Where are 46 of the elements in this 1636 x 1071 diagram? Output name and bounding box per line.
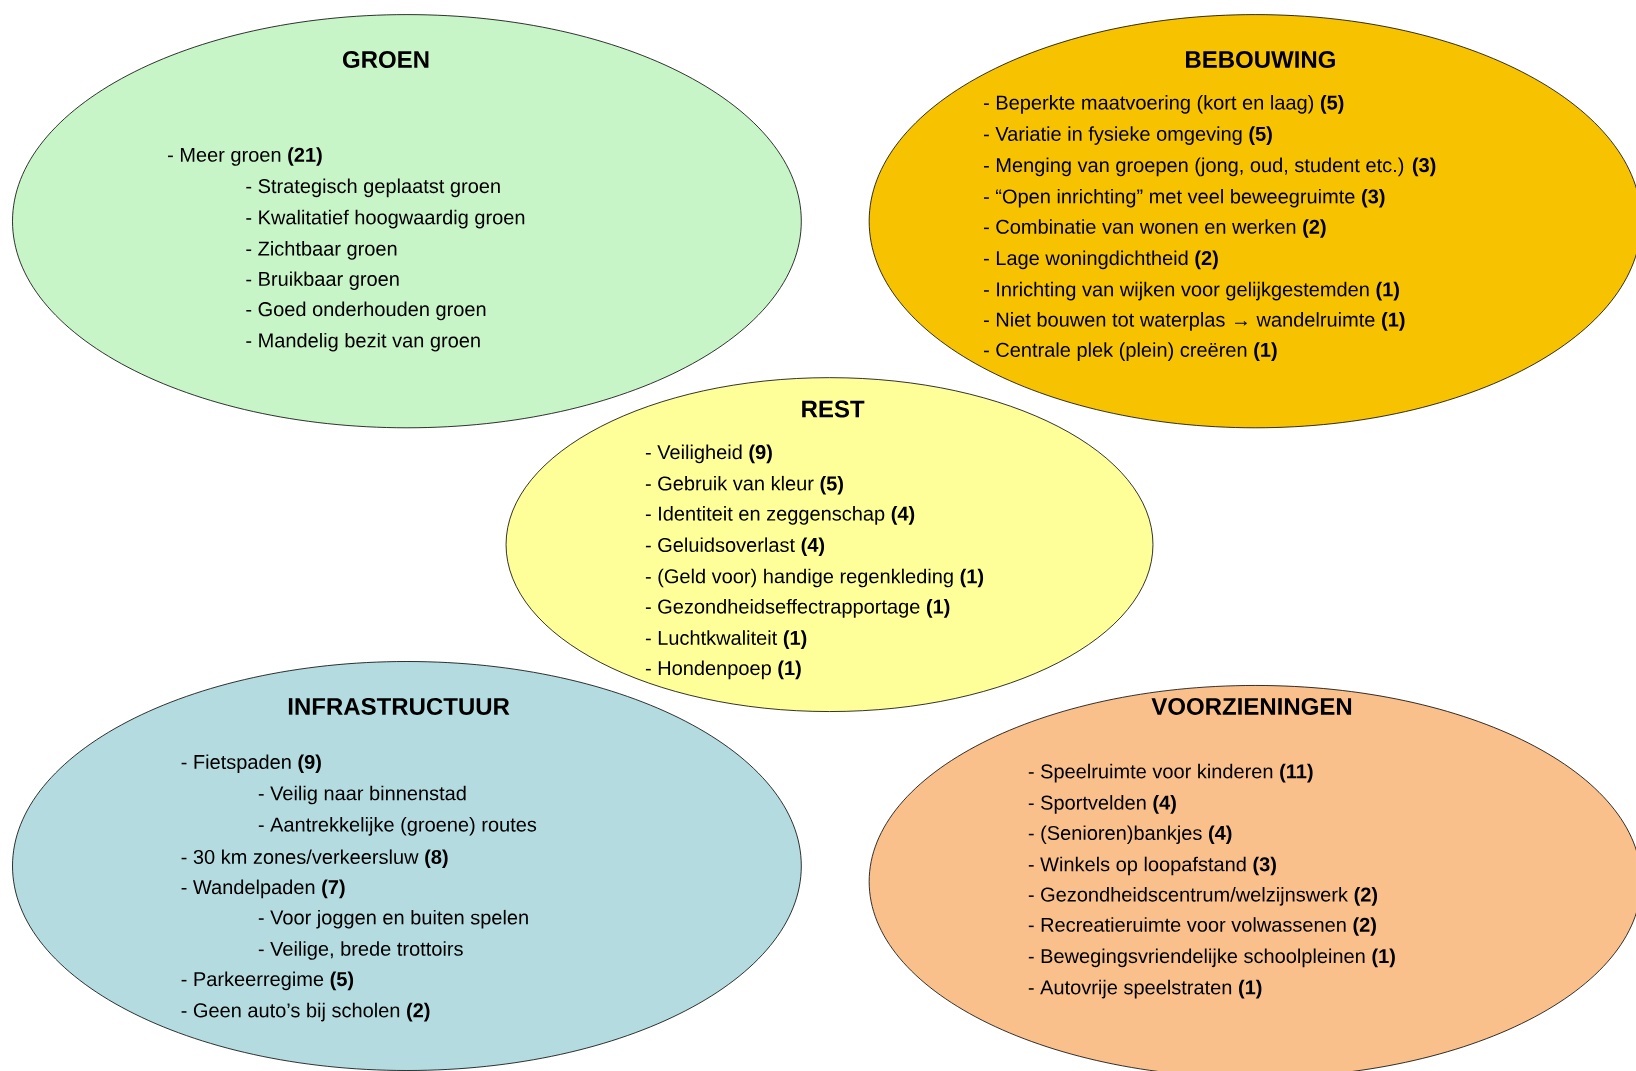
- list-item: - Geen auto’s bij scholen (2): [181, 1002, 430, 1022]
- list-item: - Autovrije speelstraten (1): [1028, 979, 1262, 999]
- list-item: - Geluidsoverlast (4): [645, 537, 825, 557]
- list-item: - Recreatieruimte voor volwassenen (2): [1028, 917, 1376, 936]
- list-item: - Sportvelden (4): [1028, 795, 1176, 814]
- list-item: - Beperkte maatvoering (kort en laag) (5): [984, 95, 1344, 114]
- list-item: - Goed onderhouden groen: [246, 301, 486, 321]
- list-item: - Kwalitatief hoogwaardig groen: [246, 209, 525, 229]
- list-item: - Variatie in fysieke omgeving (5): [984, 126, 1272, 145]
- list-item: - Hondenpoep (1): [645, 660, 801, 680]
- heading: VOORZIENINGEN: [1151, 697, 1352, 715]
- list-item: - Gezondheidseffectrapportage (1): [645, 599, 950, 618]
- list-item: - Gebruik van kleur (5): [645, 475, 843, 495]
- list-item: - “Open inrichting” met veel beweegruimte (3): [984, 188, 1385, 208]
- heading: INFRASTRUCTUUR: [288, 697, 510, 715]
- heading: BEBOUWING: [1186, 51, 1335, 68]
- heading: REST: [802, 400, 865, 418]
- list-item: - Parkeerregime (5): [181, 971, 354, 991]
- list-item: - Luchtkwaliteit (1): [645, 630, 807, 649]
- list-item: - (Geld voor) handige regenkleding (1): [645, 568, 984, 588]
- list-item: - Gezondheidscentrum/welzijnswerk (2): [1028, 887, 1378, 906]
- list-item: - Niet bouwen tot waterplas → wandelruimte (1): [984, 312, 1405, 331]
- list-item: - Strategisch geplaatst groen: [246, 178, 500, 198]
- list-item: - Aantrekkelijke (groene) routes: [258, 817, 537, 836]
- list-item: - Bewegingsvriendelijke schoolpleinen (1): [1028, 948, 1395, 968]
- list-item: - Bruikbaar groen: [246, 271, 399, 291]
- list-item: - 30 km zones/verkeersluw (8): [181, 849, 448, 869]
- list-item: - Centrale plek (plein) creëren (1): [984, 342, 1277, 361]
- list-item: - Veilig naar binnenstad: [258, 785, 466, 805]
- list-item: - Lage woningdichtheid (2): [984, 250, 1218, 270]
- list-item: - Menging van groepen (jong, oud, student etc.) (3): [984, 157, 1436, 177]
- list-item: - Combinatie van wonen en werken (2): [984, 219, 1326, 238]
- list-item: - Wandelpaden (7): [181, 879, 345, 899]
- list-item: - Identiteit en zeggenschap (4): [645, 506, 915, 525]
- list-item: - Voor joggen en buiten spelen: [258, 909, 528, 929]
- list-item: - Speelruimte voor kinderen (11): [1028, 763, 1313, 783]
- list-item: - (Senioren)bankjes (4): [1028, 825, 1232, 845]
- heading: GROEN: [343, 51, 429, 68]
- list-item: - Meer groen (21): [168, 147, 322, 166]
- list-item: - Inrichting van wijken voor gelijkgestemden (1): [984, 281, 1399, 301]
- list-item: - Veilige, brede trottoirs: [258, 941, 463, 960]
- list-item: - Mandelig bezit van groen: [246, 332, 480, 352]
- list-item: - Veiligheid (9): [645, 444, 772, 464]
- list-item: - Zichtbaar groen: [246, 241, 397, 260]
- list-item: - Fietspaden (9): [181, 754, 321, 774]
- list-item: - Winkels op loopafstand (3): [1028, 856, 1276, 876]
